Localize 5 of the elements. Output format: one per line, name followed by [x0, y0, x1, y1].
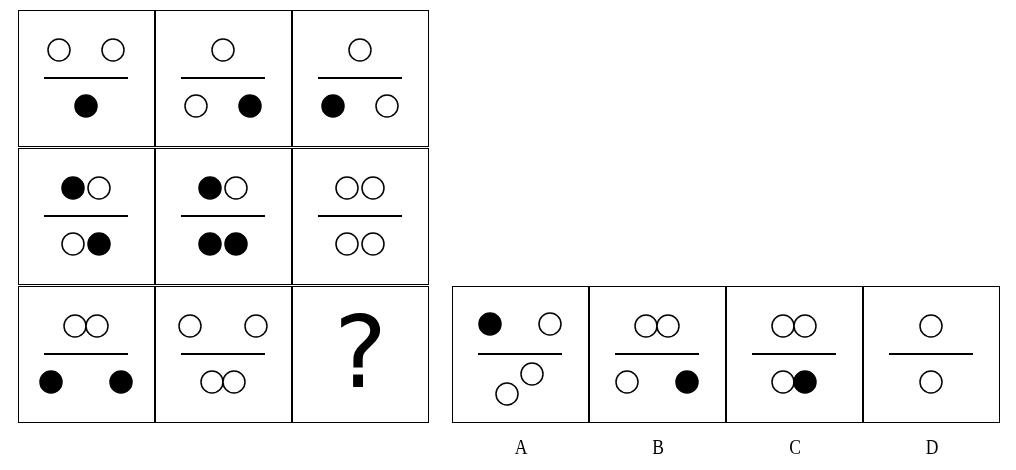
question-mark: ? [332, 293, 389, 413]
option-label: B [650, 434, 665, 460]
option-label: C [787, 434, 802, 460]
option-label: A [513, 434, 529, 460]
option-label: D [924, 434, 939, 460]
